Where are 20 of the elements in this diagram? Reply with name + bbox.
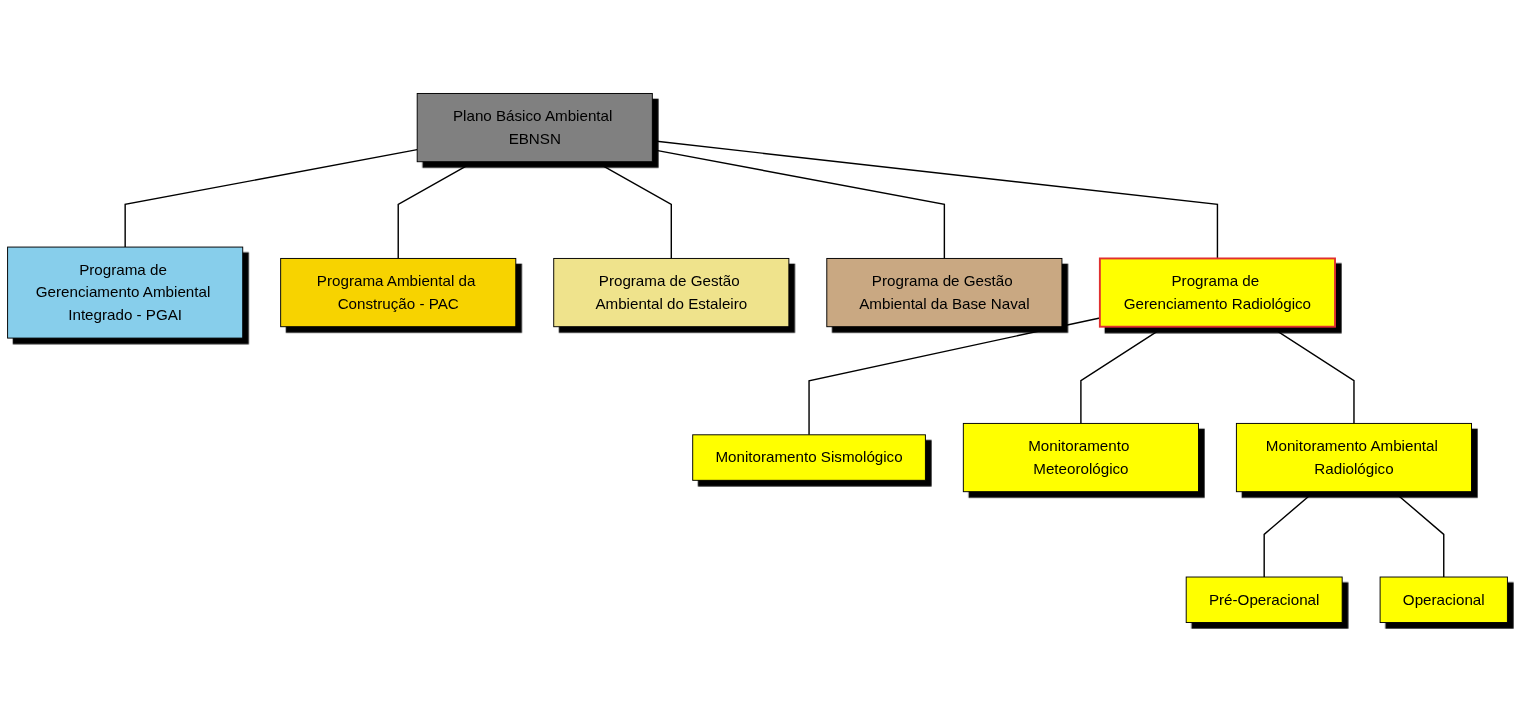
node-box: Plano Básico Ambiental EBNSN xyxy=(416,93,653,163)
node-box: Monitoramento Ambiental Radiológico xyxy=(1235,422,1472,493)
node-box: Programa Ambiental da Construção - PAC xyxy=(280,257,517,328)
connector xyxy=(397,161,475,260)
node-box: Programa de Gerenciamento Ambiental Integrado - PGAI xyxy=(7,246,244,339)
node-box: Monitoramento Sismológico xyxy=(692,434,926,481)
node-box: Operacional xyxy=(1379,576,1508,623)
connector xyxy=(124,148,418,248)
node-box: Programa de Gestão Ambiental do Estaleiro xyxy=(553,257,790,328)
node-box: Programa de Gerenciamento Radiológico xyxy=(1098,257,1336,328)
connector xyxy=(651,148,946,260)
connector xyxy=(1263,491,1315,578)
node-box: Pré-Operacional xyxy=(1185,576,1343,623)
connector xyxy=(1080,326,1166,425)
connector xyxy=(594,161,672,260)
connector xyxy=(651,140,1219,260)
node-box: Monitoramento Meteorológico xyxy=(962,422,1199,493)
node-box: Programa de Gestão Ambiental da Base Naval xyxy=(826,257,1063,328)
connector xyxy=(1269,326,1355,425)
connector xyxy=(1393,491,1445,578)
